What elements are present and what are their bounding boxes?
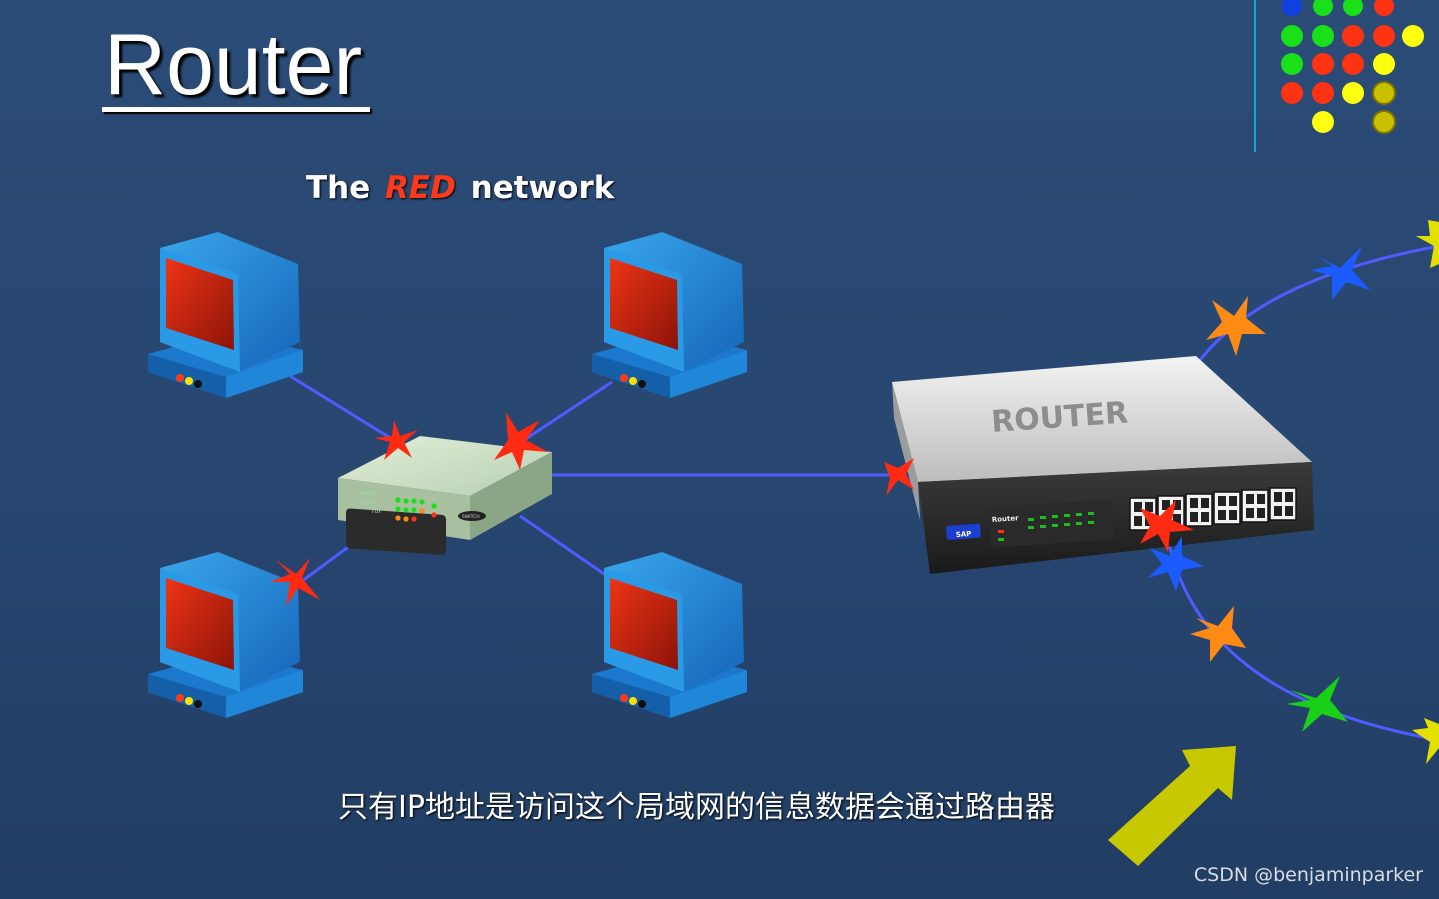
computer-icon (148, 552, 303, 718)
direction-arrow-icon (1108, 746, 1236, 866)
decor-dot (1373, 53, 1395, 75)
network-caption: The RED network (306, 170, 614, 206)
decor-dot (1281, 25, 1303, 47)
packet-red (374, 420, 418, 460)
link-line (1198, 244, 1439, 361)
decor-dot (1343, 0, 1363, 16)
packet-yellow (1412, 718, 1439, 764)
network-switch: LINK/ACT SPEED FDX SWITCH (338, 436, 552, 555)
router-label: ROUTER (990, 396, 1129, 440)
subtitle-caption: 只有IP地址是访问这个局域网的信息数据会通过路由器 (338, 790, 1055, 825)
router-ports (1129, 487, 1297, 531)
switch-panel-label: SPEED (362, 500, 377, 506)
decor-dot (1342, 82, 1364, 104)
link-line (519, 514, 611, 580)
decor-dot (1372, 110, 1396, 134)
decor-dot (1282, 0, 1302, 16)
packet-blue (1148, 536, 1204, 592)
router: ROUTER SAP Router (892, 356, 1314, 574)
packet-red (1140, 500, 1194, 552)
caption-highlight: RED (385, 170, 456, 206)
decor-dot (1281, 53, 1303, 75)
packet-red (270, 558, 320, 606)
computer-icon (148, 232, 303, 398)
switch-leds (395, 497, 437, 522)
decor-dot (1342, 53, 1364, 75)
decor-dot (1312, 25, 1334, 47)
router-brand: SAP (956, 530, 972, 539)
decor-dot (1402, 25, 1424, 47)
computer-bottom-right (592, 552, 747, 718)
caption-suffix: network (470, 170, 615, 206)
decor-dot (1312, 53, 1334, 75)
computer-top-left (148, 232, 303, 398)
switch-label: SWITCH (462, 514, 480, 520)
watermark: CSDN @benjaminparker (1193, 864, 1423, 886)
title-underline (102, 107, 370, 112)
computer-icon (592, 232, 747, 398)
switch-panel-label: FDX (372, 509, 381, 515)
packet-red (884, 458, 914, 496)
decor-dots (1281, 0, 1424, 134)
decor-dot (1281, 82, 1303, 104)
link-line (1166, 539, 1439, 742)
slide-title: Router (104, 17, 363, 113)
decor-dot (1312, 111, 1334, 133)
router-panel-label: Router (992, 514, 1020, 524)
decor-divider-line (1254, 0, 1256, 152)
packet-orange (1206, 296, 1266, 356)
packet-blue (1310, 246, 1370, 300)
packet-orange (1190, 606, 1246, 662)
computer-icon (592, 552, 747, 718)
switch-panel-label: LINK/ACT (356, 491, 377, 497)
decor-dot (1342, 25, 1364, 47)
packet-green (1286, 676, 1348, 732)
network-links (289, 244, 1439, 742)
computer-top-right (592, 232, 747, 398)
decor-dot (1374, 0, 1394, 16)
router-leds (998, 512, 1094, 541)
decor-dot (1313, 0, 1333, 16)
computer-bottom-left (148, 552, 303, 718)
caption-prefix: The (306, 170, 371, 206)
router-port-slots (1134, 492, 1293, 526)
link-line (289, 374, 401, 446)
packet-red (494, 412, 548, 470)
link-line (289, 520, 383, 592)
decor-dot (1373, 25, 1395, 47)
packet-yellow (1416, 220, 1439, 268)
link-line (517, 380, 613, 446)
decor-dot (1312, 82, 1334, 104)
data-packets (270, 220, 1439, 764)
decor-dot (1372, 81, 1396, 105)
